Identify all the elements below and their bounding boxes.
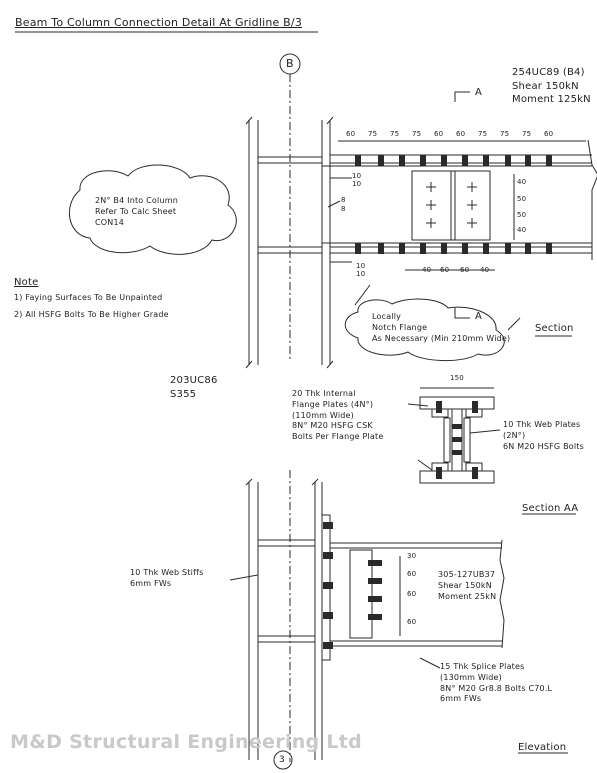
top-dim-5: 60 bbox=[434, 130, 444, 138]
bottom-dim-3: 60 bbox=[460, 266, 470, 274]
notes-heading: Note bbox=[14, 277, 39, 288]
top-dim-9: 75 bbox=[522, 130, 532, 138]
drawing-title: Beam To Column Connection Detail At Grid… bbox=[15, 16, 303, 29]
grid-label-top: B bbox=[286, 57, 294, 70]
flange-bolts bbox=[323, 155, 552, 649]
elev-dim-4: 60 bbox=[407, 618, 417, 626]
weld-dim-top-b: 10 bbox=[352, 180, 362, 188]
section-label: Section bbox=[535, 323, 574, 334]
section-aa-label: Section AA bbox=[522, 503, 579, 514]
note-2: 2) All HSFG Bolts To Be Higher Grade bbox=[14, 310, 169, 319]
elevation-splice-note: 15 Thk Splice Plates (130mm Wide) 8N° M2… bbox=[440, 662, 553, 704]
section-aa-width: 150 bbox=[450, 374, 464, 382]
grid-label-bottom: 3 bbox=[279, 755, 285, 765]
bottom-dim-1: 40 bbox=[422, 266, 432, 274]
weld-dim-bot-b: 10 bbox=[356, 270, 366, 278]
top-dim-2: 75 bbox=[368, 130, 378, 138]
section-marker-top: A bbox=[475, 87, 483, 98]
weld-dim-mid-b: 8 bbox=[341, 205, 346, 213]
top-dim-7: 75 bbox=[478, 130, 488, 138]
bottom-dim-4: 40 bbox=[480, 266, 490, 274]
right-dim-2: 50 bbox=[517, 195, 527, 203]
weld-dim-top-a: 10 bbox=[352, 172, 362, 180]
top-dim-10: 60 bbox=[544, 130, 554, 138]
top-dim-1: 60 bbox=[346, 130, 356, 138]
right-dim-3: 50 bbox=[517, 211, 527, 219]
right-dim-1: 40 bbox=[517, 178, 527, 186]
company-watermark: M&D Structural Engineering Ltd bbox=[10, 731, 363, 753]
elev-dim-2: 60 bbox=[407, 570, 417, 578]
elevation-stiffener-note: 10 Thk Web Stiffs 6mm FWs bbox=[130, 568, 204, 588]
weld-dim-mid-a: 8 bbox=[341, 196, 346, 204]
cloud-note: 2N° B4 Into Column Refer To Calc Sheet C… bbox=[95, 196, 178, 227]
column-label: 203UC86 S355 bbox=[170, 375, 218, 400]
note-1: 1) Faying Surfaces To Be Unpainted bbox=[14, 293, 163, 302]
bottom-dim-2: 60 bbox=[440, 266, 450, 274]
elevation-label: Elevation bbox=[518, 742, 567, 753]
beam-top-label: 254UC89 (B4) Shear 150kN Moment 125kN bbox=[512, 67, 591, 105]
section-aa-flange-note: 20 Thk Internal Flange Plates (4N°) (110… bbox=[292, 389, 384, 442]
grid-bubble-bottom bbox=[273, 750, 293, 770]
top-dim-3: 75 bbox=[390, 130, 400, 138]
section-marker-bottom: A bbox=[475, 311, 483, 322]
section-aa-web-note: 10 Thk Web Plates (2N°) 6N M20 HSFG Bolt… bbox=[503, 420, 584, 451]
top-dim-4: 75 bbox=[412, 130, 422, 138]
elev-dim-1: 30 bbox=[407, 552, 417, 560]
notch-note: Locally Notch Flange As Necessary (Min 2… bbox=[372, 312, 511, 343]
weld-dim-bot-a: 10 bbox=[356, 262, 366, 270]
elev-dim-3: 60 bbox=[407, 590, 417, 598]
top-dim-6: 60 bbox=[456, 130, 466, 138]
elevation-beam-label: 305-127UB37 Shear 150kN Moment 25kN bbox=[438, 570, 497, 601]
web-bolts bbox=[426, 182, 477, 228]
top-dim-8: 75 bbox=[500, 130, 510, 138]
right-dim-4: 40 bbox=[517, 226, 527, 234]
